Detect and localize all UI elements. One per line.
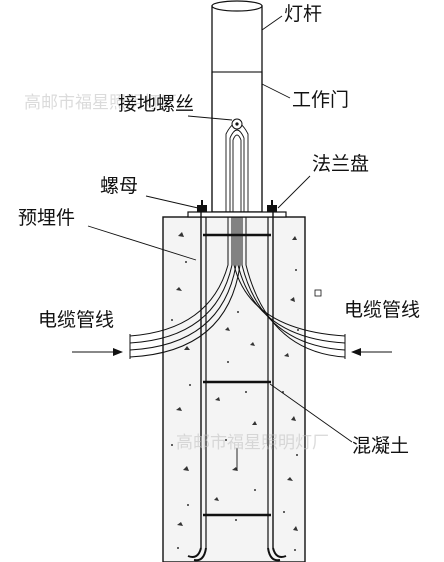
watermark-top: 高邮市福星照明灯厂 <box>24 93 177 113</box>
label-cable-conduit-left: 电缆管线 <box>38 309 114 331</box>
watermark-bottom: 高邮市福星照明灯厂 <box>176 433 329 453</box>
cable-conduits <box>129 217 346 359</box>
nut-right <box>267 200 277 212</box>
label-flange-plate: 法兰盘 <box>312 153 369 175</box>
label-pole: 灯杆 <box>284 3 322 25</box>
label-embedded-part: 预埋件 <box>18 207 75 229</box>
concrete-aggregate-pattern <box>171 232 299 551</box>
nut-left <box>197 200 207 212</box>
label-cable-conduit-right: 电缆管线 <box>344 299 420 321</box>
concrete-foundation <box>162 216 322 562</box>
ground-screw <box>231 118 243 130</box>
label-concrete: 混凝土 <box>352 435 409 457</box>
light-pole <box>211 0 263 213</box>
label-work-door: 工作门 <box>292 89 349 111</box>
label-nut: 螺母 <box>100 175 138 197</box>
flange-plate <box>187 211 287 218</box>
leader-lines <box>87 15 353 443</box>
embedded-anchor-cage <box>187 212 287 562</box>
label-ground-screw: 接地螺丝 <box>118 93 194 115</box>
